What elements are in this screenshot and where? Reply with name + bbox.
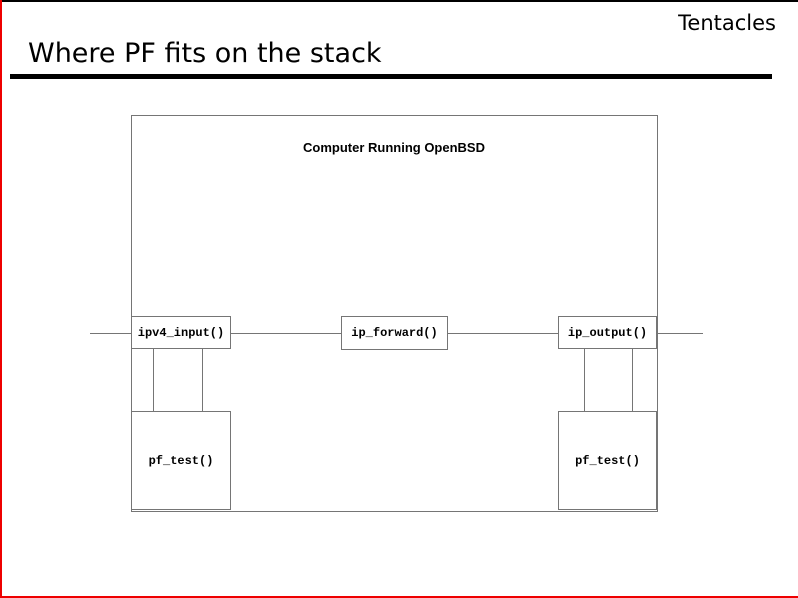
slide-title: Where PF fits on the stack	[28, 38, 382, 69]
ip-output-function-box: ip_output()	[558, 316, 657, 349]
slide-bottom-border-line	[0, 596, 798, 598]
ip-forward-function-box: ip_forward()	[341, 316, 448, 350]
slide-top-border-line	[0, 0, 798, 2]
computer-boundary-box	[131, 115, 658, 512]
slide-left-border-line	[0, 0, 2, 598]
pf-test-left-function-box: pf_test()	[131, 411, 231, 510]
connector-ipoutput-to-pftest-down	[584, 349, 585, 411]
connector-pftest-to-ipoutput-up	[632, 349, 633, 411]
connector-pftest-to-ipv4input-up	[202, 349, 203, 411]
connector-ipv4input-to-pftest-down	[153, 349, 154, 411]
presentation-name-label: Tentacles	[678, 11, 776, 35]
computer-box-label: Computer Running OpenBSD	[303, 140, 485, 155]
title-underline-rule	[10, 74, 772, 79]
pf-test-right-function-box: pf_test()	[558, 411, 657, 510]
ipv4-input-function-box: ipv4_input()	[131, 316, 231, 349]
